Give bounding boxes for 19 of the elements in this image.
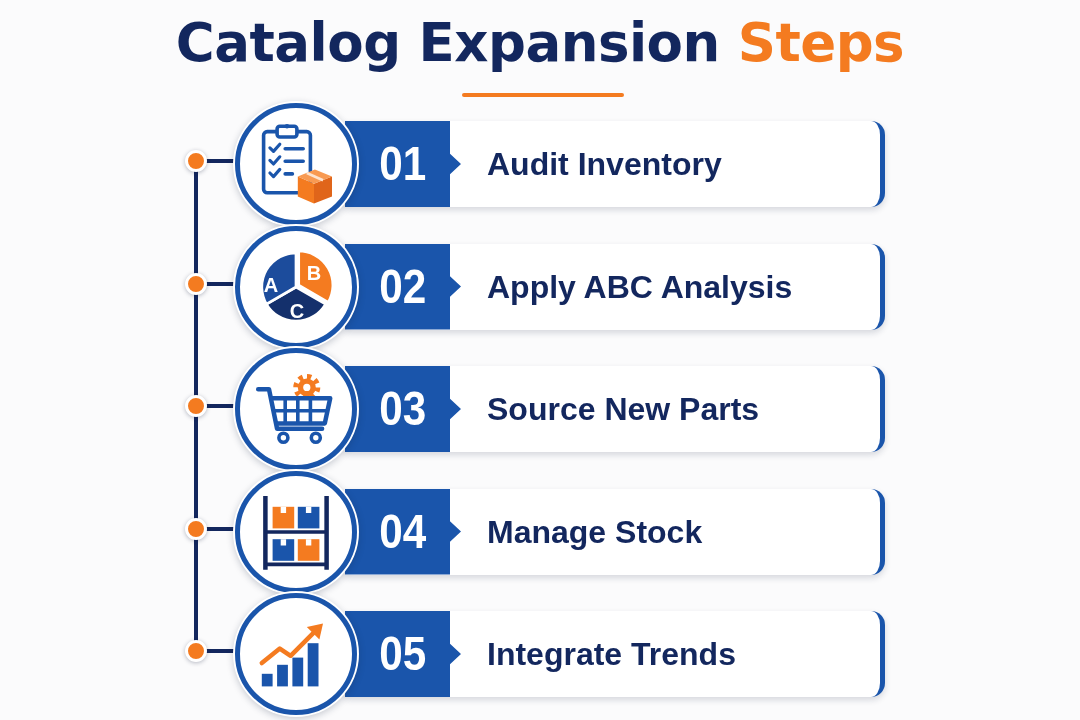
step-number: 04: [345, 488, 461, 575]
step-number: 03: [345, 366, 461, 452]
step-number: 01: [345, 121, 461, 207]
step-card: [345, 243, 885, 330]
step-title: Source New Parts: [487, 390, 760, 428]
step-title: Integrate Trends: [487, 635, 736, 673]
step-card: [345, 366, 885, 452]
step-number: 05: [345, 611, 461, 697]
step-title: Manage Stock: [487, 513, 703, 550]
step-number: 02: [345, 243, 461, 330]
pie-segment-label: A: [262, 273, 280, 296]
step-card: [345, 611, 885, 697]
title: Catalog Expansion Steps: [175, 11, 905, 75]
pie-segment-label: B: [305, 261, 323, 284]
step-title: Audit Inventory: [487, 145, 722, 183]
step-title: Apply ABC Analysis: [487, 268, 793, 305]
step-card: [345, 488, 885, 575]
pie-segment-label: C: [288, 299, 306, 322]
step-card: [345, 121, 885, 207]
